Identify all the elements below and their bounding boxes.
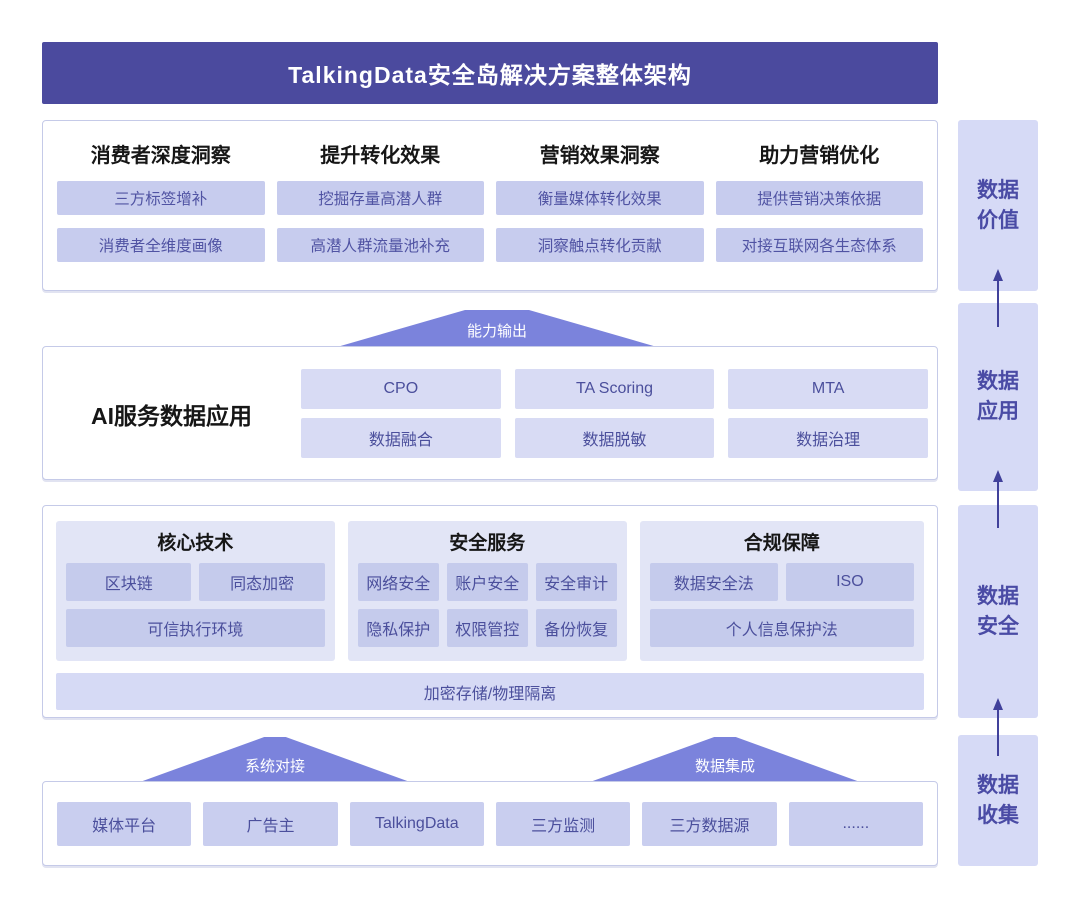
value-item: 对接互联网各生态体系 bbox=[715, 228, 923, 262]
encrypted-storage-bar: 加密存储/物理隔离 bbox=[56, 673, 924, 710]
value-column-title: 消费者深度洞察 bbox=[90, 145, 231, 167]
application-item: 数据治理 bbox=[728, 418, 928, 458]
application-item: CPO bbox=[301, 369, 501, 409]
security-layer-panel: 核心技术 区块链 同态加密 可信执行环境 安全服务 网络安全 账户安全 安全审计… bbox=[42, 505, 938, 718]
stage-label-data-value: 数据 价值 bbox=[958, 120, 1038, 291]
security-item: ISO bbox=[785, 563, 914, 601]
value-item: 衡量媒体转化效果 bbox=[496, 181, 704, 215]
value-column-consumer-insight: 消费者深度洞察 三方标签增补 消费者全维度画像 bbox=[57, 137, 265, 290]
security-group-title: 合规保障 bbox=[743, 533, 820, 554]
security-groups: 核心技术 区块链 同态加密 可信执行环境 安全服务 网络安全 账户安全 安全审计… bbox=[56, 521, 924, 661]
security-item: 备份恢复 bbox=[535, 609, 617, 647]
stage-label-line: 数据 bbox=[977, 370, 1019, 393]
collection-layer-panel: 媒体平台 广告主 TalkingData 三方监测 三方数据源 ...... bbox=[42, 781, 938, 866]
connector-label: 数据集成 bbox=[694, 758, 755, 775]
security-item: 区块链 bbox=[66, 563, 192, 601]
security-group-row: 网络安全 账户安全 安全审计 bbox=[357, 563, 617, 601]
security-group-services: 安全服务 网络安全 账户安全 安全审计 隐私保护 权限管控 备份恢复 bbox=[347, 521, 627, 661]
collection-item: 三方数据源 bbox=[642, 802, 777, 846]
security-item: 安全审计 bbox=[535, 563, 617, 601]
collection-item: 广告主 bbox=[203, 802, 338, 846]
security-group-title: 安全服务 bbox=[449, 533, 526, 554]
security-group-title: 核心技术 bbox=[157, 533, 234, 554]
security-group-row: 隐私保护 权限管控 备份恢复 bbox=[357, 609, 617, 647]
application-item: 数据融合 bbox=[301, 418, 501, 458]
connector-label: 能力输出 bbox=[466, 323, 527, 340]
value-column-title: 提升转化效果 bbox=[320, 145, 441, 167]
application-layer-title: AI服务数据应用 bbox=[91, 403, 252, 429]
value-item: 挖掘存量高潜人群 bbox=[276, 181, 484, 215]
stage-label-data-collection: 数据 收集 bbox=[958, 735, 1038, 866]
stage-label-line: 数据 bbox=[977, 178, 1019, 202]
collection-item: 媒体平台 bbox=[57, 802, 192, 846]
collection-item: TalkingData bbox=[349, 802, 484, 846]
security-group-row: 区块链 同态加密 bbox=[66, 563, 325, 601]
connector-label: 系统对接 bbox=[244, 758, 305, 775]
security-item: 网络安全 bbox=[357, 563, 439, 601]
value-column-marketing-effect: 营销效果洞察 衡量媒体转化效果 洞察触点转化贡献 bbox=[496, 137, 704, 290]
stage-label-line: 应用 bbox=[977, 400, 1019, 423]
stage-label-data-security: 数据 安全 bbox=[958, 505, 1038, 718]
application-item: MTA bbox=[728, 369, 928, 409]
collection-item: ...... bbox=[788, 802, 923, 846]
value-column-title: 营销效果洞察 bbox=[539, 145, 660, 167]
value-column-title: 助力营销优化 bbox=[759, 145, 880, 167]
value-item: 消费者全维度画像 bbox=[57, 228, 265, 262]
up-arrow-icon bbox=[993, 698, 1003, 756]
application-items-grid: CPO TA Scoring MTA 数据融合 数据脱敏 数据治理 bbox=[301, 369, 928, 458]
security-group-row: 个人信息保护法 bbox=[649, 609, 914, 647]
stage-label-line: 收集 bbox=[977, 803, 1019, 827]
security-item: 权限管控 bbox=[446, 609, 528, 647]
stage-label-line: 数据 bbox=[977, 584, 1019, 608]
stage-label-line: 数据 bbox=[977, 773, 1019, 797]
system-connect-connector: 系统对接 bbox=[140, 737, 410, 782]
stage-label-line: 价值 bbox=[977, 208, 1019, 232]
security-item: 个人信息保护法 bbox=[649, 609, 914, 647]
diagram-title-banner: TalkingData安全岛解决方案整体架构 bbox=[42, 42, 938, 104]
security-item: 数据安全法 bbox=[649, 563, 778, 601]
security-item: 账户安全 bbox=[446, 563, 528, 601]
up-arrow-icon bbox=[993, 269, 1003, 327]
collection-item: 三方监测 bbox=[495, 802, 631, 846]
application-item: TA Scoring bbox=[514, 369, 715, 409]
security-item: 可信执行环境 bbox=[66, 609, 325, 647]
up-arrow-icon bbox=[993, 470, 1003, 528]
data-integration-connector: 数据集成 bbox=[590, 737, 860, 782]
application-item: 数据脱敏 bbox=[514, 418, 715, 458]
value-item: 提供营销决策依据 bbox=[715, 181, 923, 215]
security-item: 隐私保护 bbox=[357, 609, 439, 647]
stage-label-line: 安全 bbox=[977, 614, 1019, 638]
security-item: 同态加密 bbox=[199, 563, 325, 601]
value-column-conversion: 提升转化效果 挖掘存量高潜人群 高潜人群流量池补充 bbox=[276, 137, 484, 290]
stage-label-data-application: 数据 应用 bbox=[958, 303, 1038, 491]
value-item: 洞察触点转化贡献 bbox=[496, 228, 704, 262]
diagram-title: TalkingData安全岛解决方案整体架构 bbox=[288, 62, 692, 88]
security-group-core-tech: 核心技术 区块链 同态加密 可信执行环境 bbox=[56, 521, 335, 661]
value-item: 三方标签增补 bbox=[57, 181, 265, 215]
value-layer-panel: 消费者深度洞察 三方标签增补 消费者全维度画像 提升转化效果 挖掘存量高潜人群 … bbox=[42, 120, 938, 291]
value-column-marketing-optimize: 助力营销优化 提供营销决策依据 对接互联网各生态体系 bbox=[715, 137, 923, 290]
capability-output-connector: 能力输出 bbox=[337, 310, 657, 347]
application-layer-panel: AI服务数据应用 CPO TA Scoring MTA 数据融合 数据脱敏 数据… bbox=[42, 346, 938, 480]
value-item: 高潜人群流量池补充 bbox=[276, 228, 484, 262]
security-group-row: 数据安全法 ISO bbox=[649, 563, 914, 601]
security-group-compliance: 合规保障 数据安全法 ISO 个人信息保护法 bbox=[639, 521, 924, 661]
security-group-row: 可信执行环境 bbox=[66, 609, 325, 647]
